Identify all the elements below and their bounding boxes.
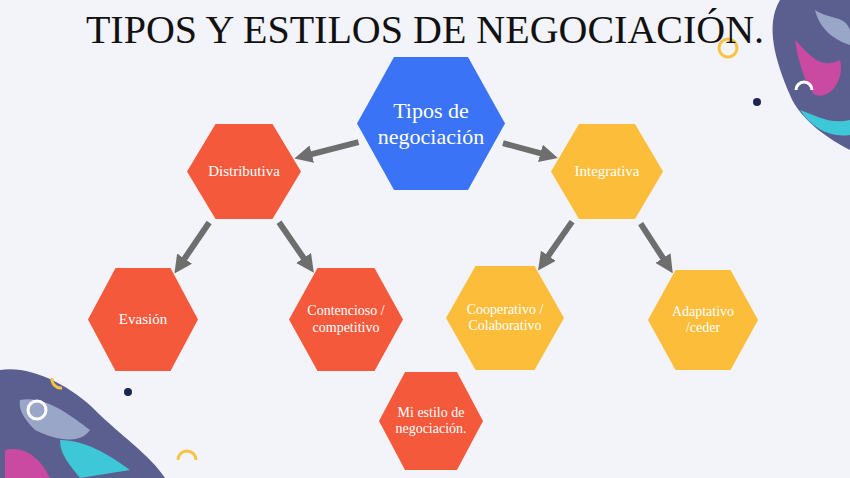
paint-swirl bbox=[60, 440, 130, 478]
hexagon-node: Evasión bbox=[88, 268, 198, 371]
paint-blob bbox=[0, 369, 165, 478]
hexagon-fill bbox=[551, 124, 663, 219]
dot bbox=[124, 388, 132, 396]
hexagon-node: Mi estilo de negociación. bbox=[379, 372, 483, 470]
arc bbox=[178, 451, 196, 460]
hexagon-node: Distributiva bbox=[187, 124, 301, 219]
dot bbox=[753, 98, 761, 106]
arc bbox=[52, 378, 62, 388]
arrow-connector bbox=[543, 222, 572, 263]
arrow-connector bbox=[179, 223, 209, 266]
node-label: Cooperativo / Colaborativo bbox=[460, 302, 550, 334]
node-label: Tipos de negociación bbox=[375, 98, 488, 149]
hexagon-fill bbox=[648, 270, 758, 370]
arrow-connector bbox=[503, 143, 549, 156]
hexagon-fill bbox=[88, 268, 198, 371]
paint-swirl bbox=[800, 110, 850, 136]
arrow-connector bbox=[641, 224, 668, 266]
node-label: Contencioso / competitivo bbox=[303, 303, 390, 335]
paint-swirl bbox=[20, 399, 90, 439]
paint-blob bbox=[773, 0, 850, 150]
arrow-connector bbox=[279, 222, 309, 265]
hexagon-node: Contencioso / competitivo bbox=[289, 268, 403, 371]
hexagon-fill bbox=[187, 124, 301, 219]
hexagon-fill bbox=[379, 372, 483, 470]
node-label: Distributiva bbox=[208, 163, 280, 180]
arc bbox=[796, 82, 812, 90]
paint-swirl bbox=[5, 449, 50, 478]
hexagon-node: Cooperativo / Colaborativo bbox=[446, 266, 564, 370]
page-title: TIPOS Y ESTILOS DE NEGOCIACIÓN. bbox=[0, 6, 850, 53]
hexagon-fill bbox=[357, 57, 505, 190]
hexagon-fill bbox=[289, 268, 403, 371]
node-label: Integrativa bbox=[575, 163, 640, 180]
node-label: Adaptativo /ceder bbox=[661, 304, 745, 336]
hexagon-node: Adaptativo /ceder bbox=[648, 270, 758, 370]
paint-swirl bbox=[815, 10, 850, 45]
ring bbox=[28, 401, 46, 419]
node-label: Mi estilo de negociación. bbox=[391, 405, 470, 437]
node-label: Evasión bbox=[119, 311, 167, 328]
hexagon-fill bbox=[446, 266, 564, 370]
hexagon-node: Integrativa bbox=[551, 124, 663, 219]
paint-swirl bbox=[795, 40, 841, 96]
hexagon-node: Tipos de negociación bbox=[357, 57, 505, 190]
arrow-connector bbox=[303, 142, 358, 156]
